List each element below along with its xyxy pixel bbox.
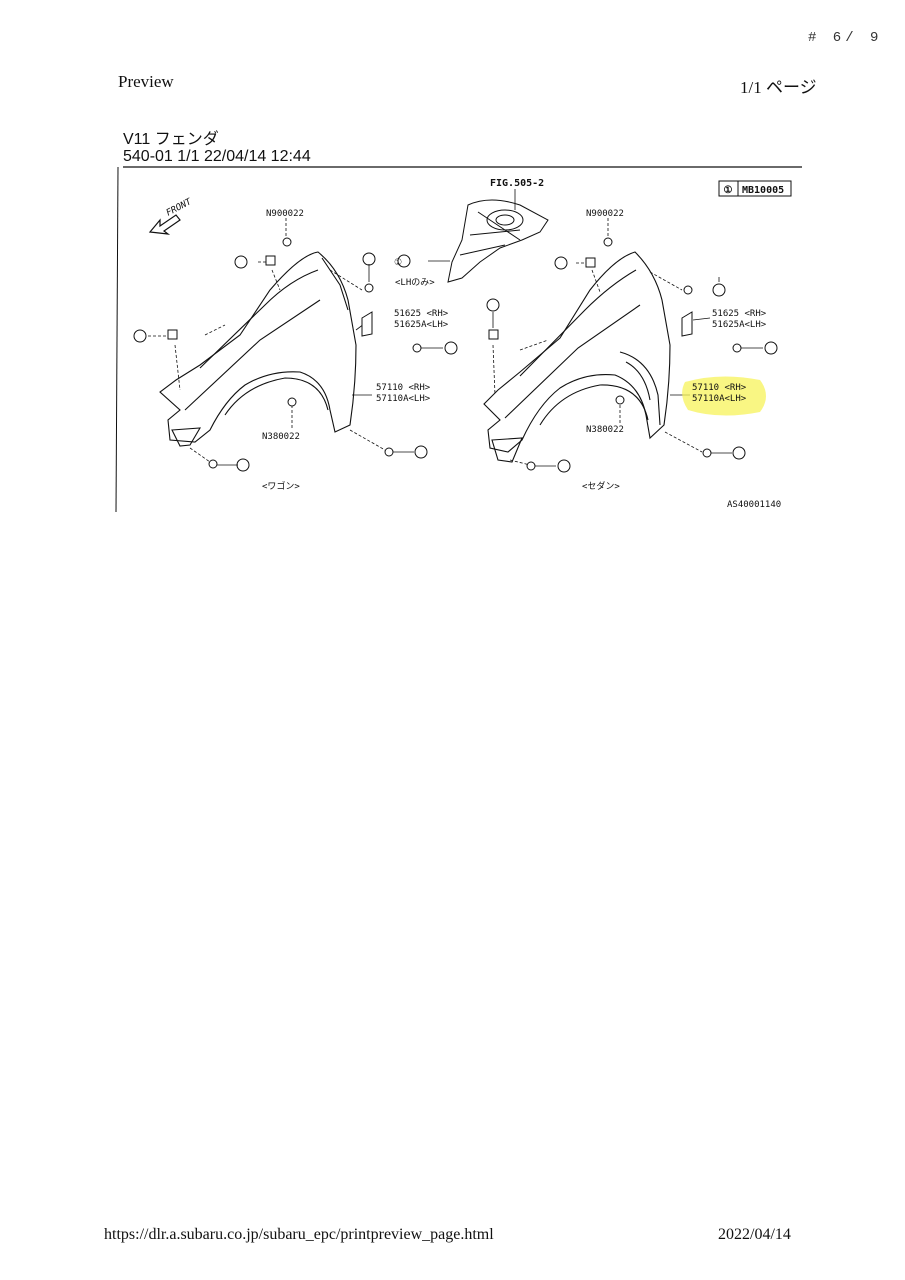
right-fender-drawing — [483, 251, 671, 463]
doc-title-line1: V11 フェンダ — [123, 131, 219, 148]
right-bracket-lh-label: 51625A<LH> — [712, 320, 767, 330]
right-bottom-nut-label: N380022 — [586, 425, 624, 435]
left-bottom-nut-label: N380022 — [262, 432, 300, 442]
footer-date: 2022/04/14 — [718, 1226, 791, 1243]
front-arrow: FRONT — [148, 197, 194, 235]
right-fasteners — [488, 237, 742, 471]
doc-title: V11 フェンダ 540-01 1/1 22/04/14 12:44 — [123, 131, 311, 165]
left-bracket-rh-label: 51625 <RH> — [394, 309, 449, 319]
page-counter: # 6/ 9 — [808, 30, 883, 46]
fig-ref-label: FIG.505-2 — [490, 178, 544, 189]
left-fender-drawing — [159, 251, 357, 447]
left-leader-lines — [148, 218, 386, 463]
lh-only-label: <LHのみ> — [395, 277, 435, 288]
highlight-marker — [682, 376, 766, 416]
right-fender-rh-label: 57110 <RH> — [692, 383, 747, 393]
right-solid-leaders — [492, 277, 763, 467]
ref-code: MB10005 — [742, 185, 784, 196]
left-bracket-lh-label: 51625A<LH> — [394, 320, 449, 330]
left-fasteners — [167, 237, 422, 469]
left-top-bolt-label: N900022 — [266, 209, 304, 219]
ref-box: ① MB10005 — [718, 180, 792, 197]
left-clip-symbols — [133, 252, 458, 472]
illustration-code: AS40001140 — [727, 500, 781, 510]
left-fender-lh-label: 57110A<LH> — [376, 394, 431, 404]
header-page-indicator: 1/1 ページ — [740, 78, 817, 97]
header-preview-label: Preview — [118, 72, 174, 91]
left-caption: <ワゴン> — [262, 480, 300, 492]
left-solid-leaders — [216, 264, 443, 466]
ref-symbol: ① — [724, 185, 733, 196]
left-fender-rh-label: 57110 <RH> — [376, 383, 431, 393]
front-label: FRONT — [165, 197, 194, 219]
footer-url: https://dlr.a.subaru.co.jp/subaru_epc/pr… — [104, 1226, 494, 1243]
doc-title-line2: 540-01 1/1 22/04/14 12:44 — [123, 148, 311, 165]
right-caption: <セダン> — [582, 480, 620, 492]
right-clip-symbols — [486, 256, 778, 473]
right-top-bolt-label: N900022 — [586, 209, 624, 219]
frame-left-line — [115, 166, 119, 513]
inner-liner-drawing — [447, 199, 549, 283]
right-bracket-rh-label: 51625 <RH> — [712, 309, 767, 319]
right-leader-lines — [492, 218, 703, 466]
right-fender-lh-label: 57110A<LH> — [692, 394, 747, 404]
